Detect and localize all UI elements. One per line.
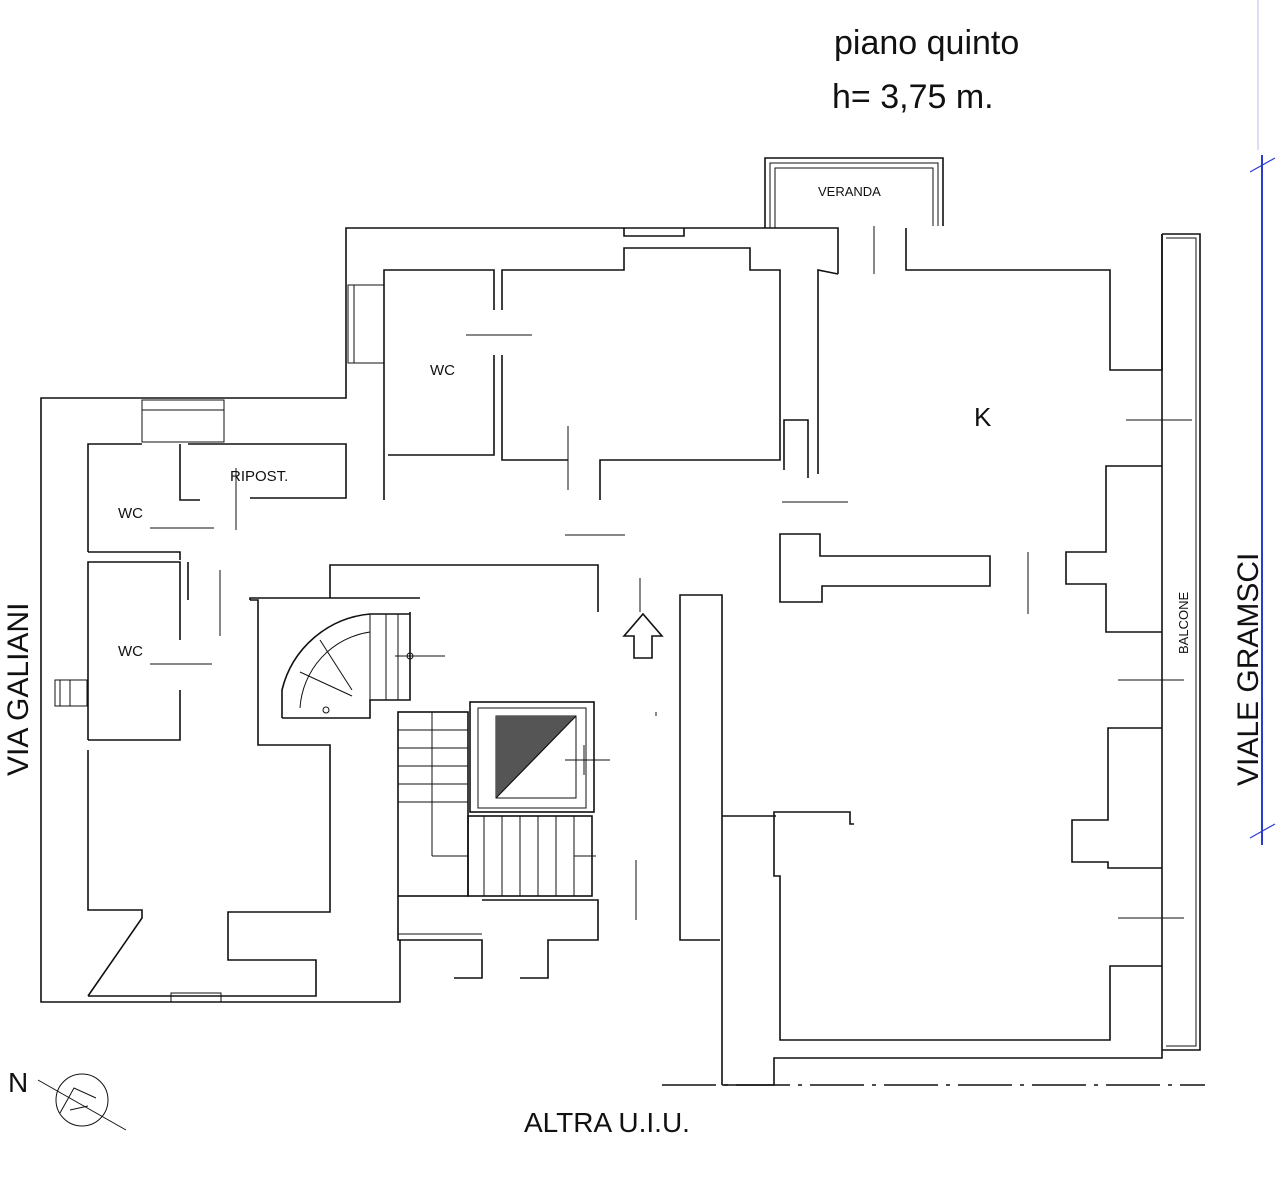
veranda-label: VERANDA — [818, 184, 881, 199]
height-label: h= 3,75 m. — [832, 78, 994, 116]
room-label-k: K — [974, 402, 992, 432]
street-label-left: VIA GALIANI — [2, 603, 35, 776]
room-label-wc: WC — [430, 362, 455, 379]
veranda — [764, 157, 944, 228]
dimension-line — [1249, 0, 1276, 845]
balcone-label: BALCONE — [1176, 592, 1191, 654]
windows — [54, 284, 385, 1003]
room-label-wc: WC — [118, 505, 143, 522]
outer-walls — [40, 227, 1201, 1086]
floor-label: piano quinto — [834, 24, 1019, 62]
adjacent-unit-label: ALTRA U.I.U. — [524, 1107, 690, 1138]
north-label: N — [8, 1067, 28, 1098]
room-label-ripost: RIPOST. — [230, 468, 288, 485]
street-label-right: VIALE GRAMSCI — [1232, 553, 1265, 786]
room-label-wc: WC — [118, 643, 143, 660]
interior-walls — [87, 226, 1205, 1086]
north-arrow-icon — [37, 1073, 127, 1131]
